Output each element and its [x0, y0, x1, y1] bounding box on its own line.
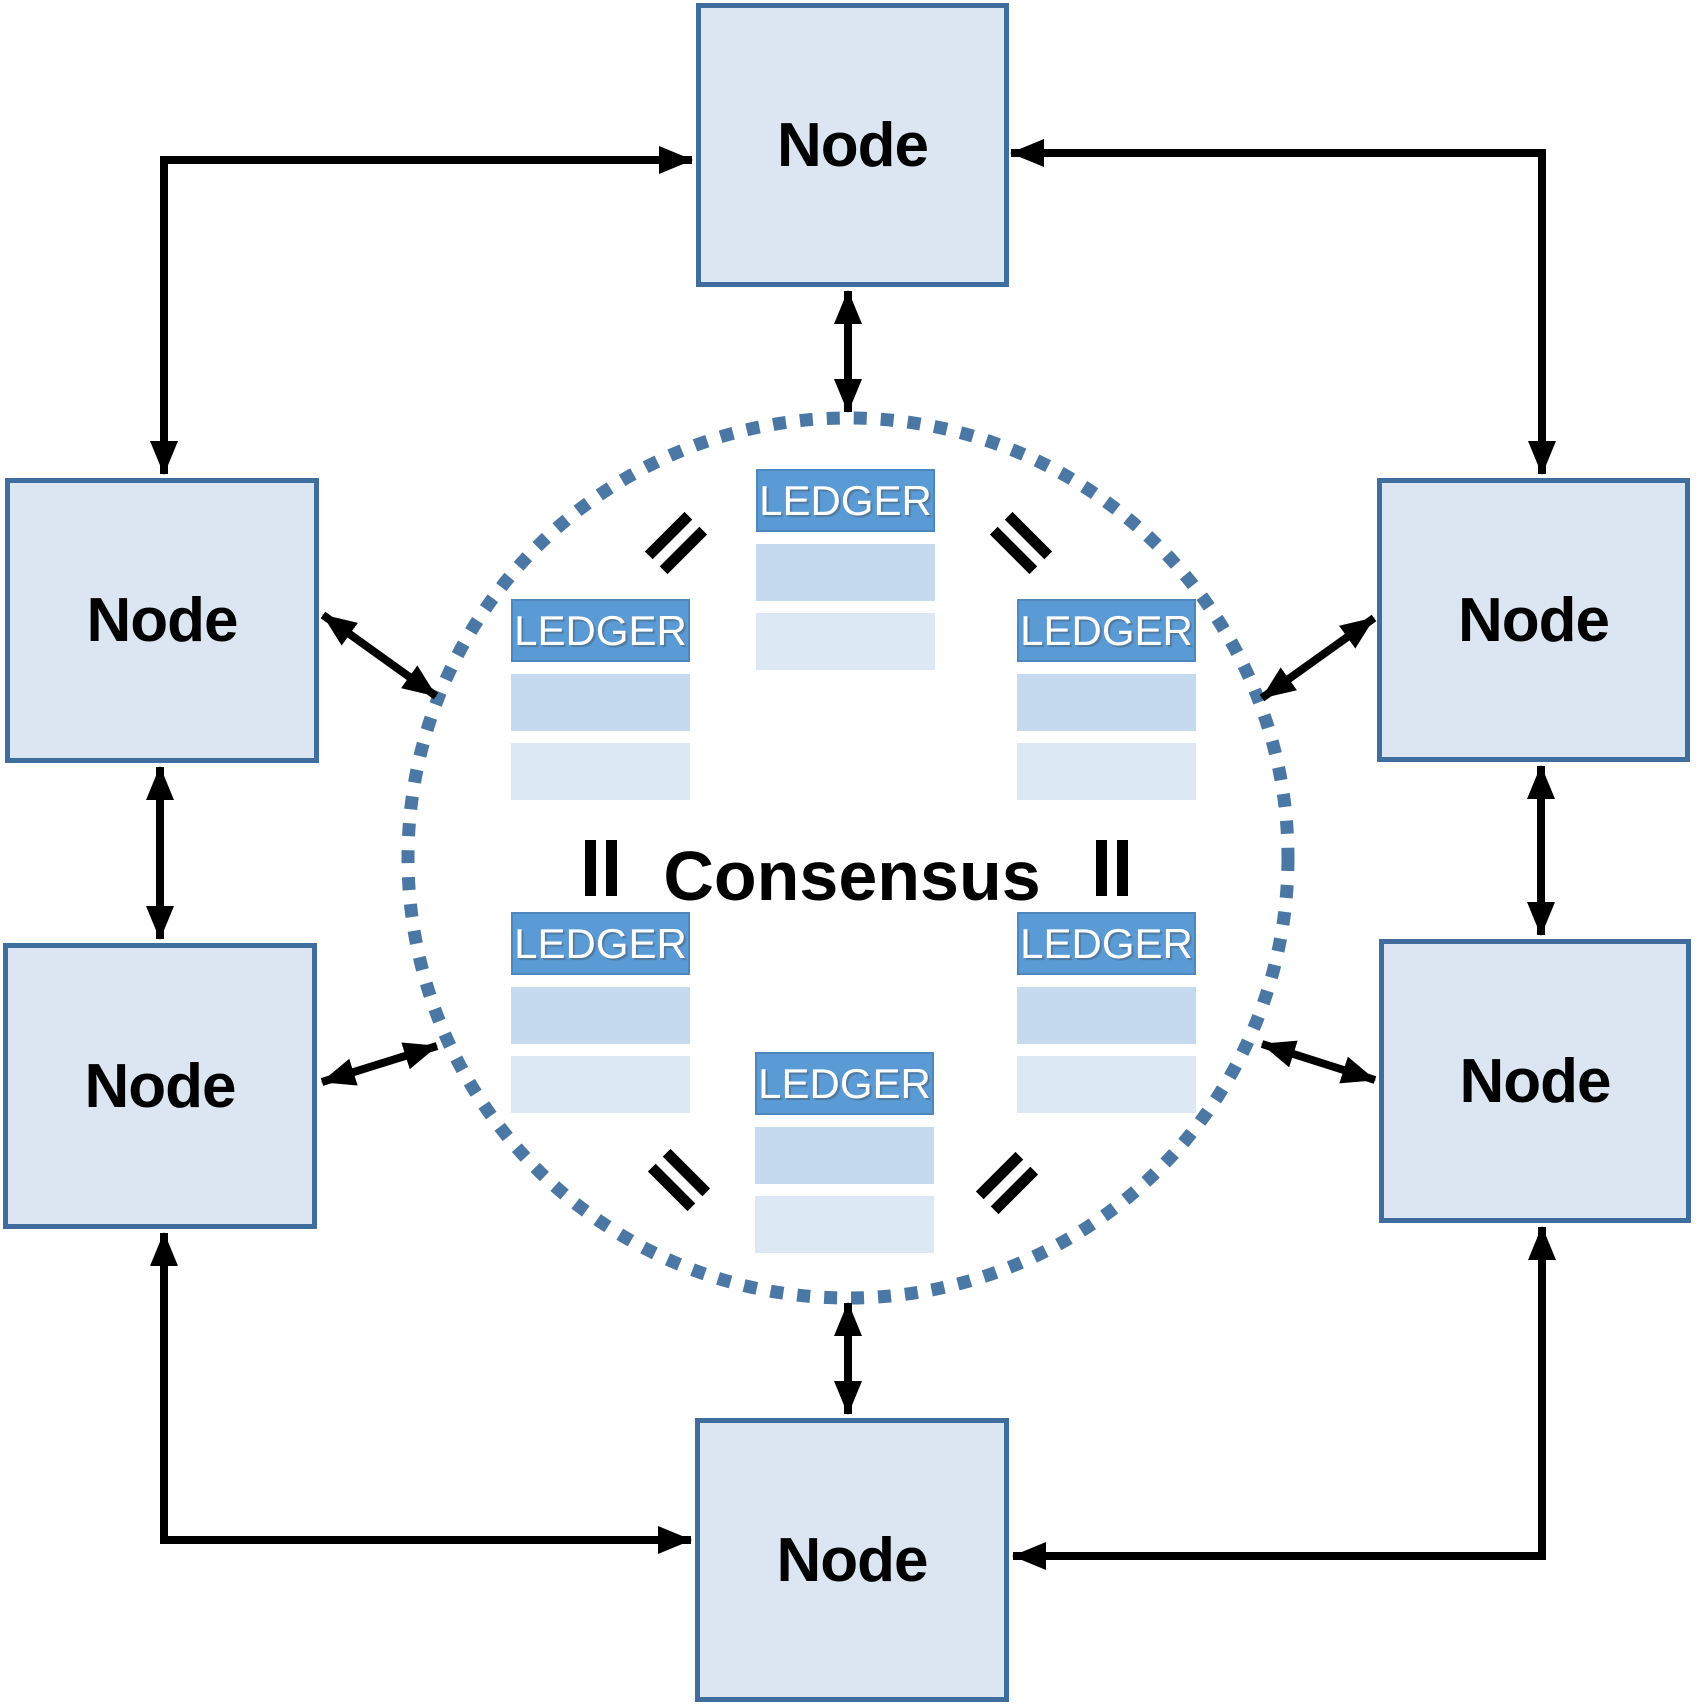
equals-bar [1117, 840, 1128, 896]
ledger-row [511, 1056, 690, 1113]
ledger-header: LEDGER [755, 1052, 934, 1115]
node-box-left-middle: Node [5, 478, 319, 763]
ledger-table-upper-left: LEDGER [511, 599, 690, 812]
equals-bar [606, 840, 617, 896]
arrow-left-middle-to-circle [320, 611, 439, 700]
node-box-top: Node [696, 3, 1009, 287]
ledger-table-upper-right: LEDGER [1017, 599, 1196, 812]
arrow-elbow-bottom-right [1012, 1226, 1556, 1570]
equals-icon-middle-right [1096, 840, 1128, 896]
arrow-elbow-top-left [150, 146, 693, 475]
ledger-row [511, 987, 690, 1044]
ledger-row [755, 1127, 934, 1184]
ledger-header: LEDGER [1017, 912, 1196, 975]
node-label: Node [777, 110, 929, 180]
ledger-row [756, 613, 935, 670]
ledger-row [1017, 674, 1196, 731]
ledger-header: LEDGER [756, 469, 935, 532]
ledger-row [1017, 987, 1196, 1044]
ledger-table-lower-left: LEDGER [511, 912, 690, 1125]
node-label: Node [1459, 1046, 1612, 1116]
arrow-elbow-bottom-left [150, 1232, 692, 1554]
ledger-table-top-center: LEDGER [756, 469, 935, 682]
ledger-table-lower-right: LEDGER [1017, 912, 1196, 1125]
node-label: Node [84, 1051, 237, 1121]
arrow-elbow-top-right [1010, 139, 1556, 475]
consensus-boundary-dotted-circle [401, 411, 1295, 1305]
node-label: Node [86, 586, 239, 655]
ledger-header: LEDGER [1017, 599, 1196, 662]
equals-bar [1096, 840, 1107, 896]
ledger-row [511, 743, 690, 800]
arrow-right-lower-to-circle [1260, 1040, 1377, 1084]
ledger-row [756, 544, 935, 601]
ledger-table-bottom-center: LEDGER [755, 1052, 934, 1265]
node-box-right-middle: Node [1377, 478, 1690, 762]
node-box-left-lower: Node [3, 943, 317, 1229]
ledger-row [1017, 743, 1196, 800]
ledger-row [755, 1196, 934, 1253]
node-box-bottom: Node [695, 1418, 1009, 1702]
equals-icon-middle-left [585, 840, 617, 896]
node-label: Node [1458, 585, 1610, 655]
consensus-title: Consensus [663, 837, 1041, 915]
equals-bar [585, 840, 596, 896]
ledger-row [1017, 1056, 1196, 1113]
ledger-header: LEDGER [511, 912, 690, 975]
ledger-header: LEDGER [511, 599, 690, 662]
node-box-right-lower: Node [1379, 939, 1691, 1223]
arrow-left-lower-to-circle [320, 1042, 439, 1086]
ledger-row [511, 674, 690, 731]
arrow-right-middle-to-circle [1259, 614, 1377, 702]
node-label: Node [776, 1525, 929, 1595]
